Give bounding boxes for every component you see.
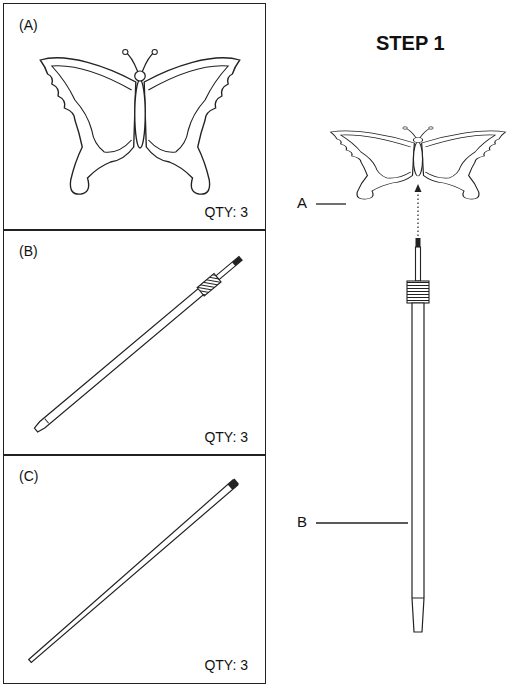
part-letter: (B) bbox=[19, 244, 38, 259]
pole-part bbox=[407, 238, 429, 632]
part-panel: (B) QTY: 3 bbox=[3, 229, 266, 456]
pole-part bbox=[32, 254, 244, 434]
assembly-arrowhead bbox=[415, 184, 422, 192]
quantity-label: QTY: 3 bbox=[204, 430, 248, 445]
quantity-label: QTY: 3 bbox=[204, 205, 248, 220]
pole-part bbox=[28, 479, 239, 664]
assembly-arrow bbox=[417, 190, 418, 236]
part-letter: (C) bbox=[19, 469, 38, 484]
callout-letter: B bbox=[297, 514, 307, 531]
part-panel: (C) QTY: 3 bbox=[3, 454, 266, 684]
butterfly-part bbox=[40, 50, 240, 195]
step-title: STEP 1 bbox=[376, 32, 445, 55]
part-letter: (A) bbox=[19, 18, 38, 33]
quantity-label: QTY: 3 bbox=[204, 658, 248, 673]
part-panel: (A) QTY: 3 bbox=[3, 3, 266, 231]
leader-line bbox=[316, 522, 408, 523]
callout-letter: A bbox=[297, 195, 307, 212]
leader-line bbox=[316, 203, 346, 204]
butterfly-part bbox=[331, 127, 506, 199]
